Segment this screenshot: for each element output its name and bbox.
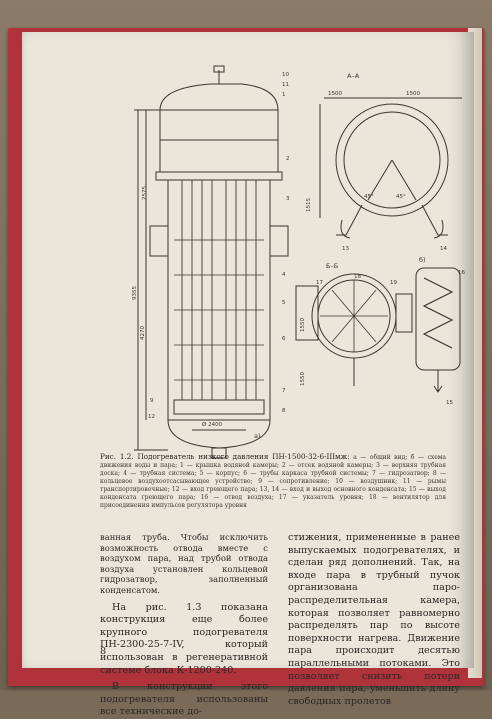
book-page: А–А Б–Б а) б) 1500 1500 1515 2575 9355 4… [22, 32, 474, 717]
callout-label: 15 [446, 400, 453, 406]
technical-drawing: А–А Б–Б а) б) 1500 1500 1515 2575 9355 4… [132, 65, 465, 459]
dim-9355: 9355 [132, 286, 138, 300]
callout-label: 10 [282, 72, 289, 78]
vessel-water-chamber [159, 109, 279, 173]
page-number: 8 [100, 646, 107, 657]
text-column-left: ванная труба. Чтобы исключить возможност… [100, 532, 268, 719]
caption-title: Рис. 1.2. Подогреватель низкого давления… [100, 452, 350, 461]
dim-1550-top: 1550 [300, 318, 306, 332]
dim-1515: 1515 [306, 198, 312, 212]
callout-label: 12 [148, 414, 155, 420]
dim-1500-right: 1500 [406, 91, 420, 97]
dim-4270: 4270 [140, 326, 146, 340]
dim-diameter-2400: Ø 2400 [202, 421, 223, 428]
callout-label: 3 [286, 196, 290, 202]
flow-scheme-body [415, 267, 461, 371]
panel-label-b: б) [419, 256, 426, 264]
callout-label: 11 [282, 82, 289, 88]
angle-left: 45° [364, 194, 374, 200]
callout-label: 14 [440, 246, 447, 252]
callout-label: 13 [342, 246, 349, 252]
dim-1500-left: 1500 [328, 91, 342, 97]
section-label-aa: А–А [347, 72, 360, 80]
text-column-right: стижения, примененные в ранее выпускаемы… [288, 532, 460, 708]
angle-right: 45° [396, 194, 406, 200]
callout-label: 18 [354, 274, 361, 280]
callout-label: 7 [282, 388, 286, 394]
vessel-top-dome [159, 83, 279, 111]
panel-label-a: а) [254, 432, 261, 440]
callout-label: 2 [286, 156, 290, 162]
section-label-bb: Б–Б [326, 262, 338, 270]
dim-1550-bottom: 1550 [300, 372, 306, 386]
vessel-body [167, 179, 271, 421]
figure-caption: Рис. 1.2. Подогреватель низкого давления… [100, 452, 446, 510]
caption-legend: а — общий вид; б — схема движения воды и… [100, 454, 446, 509]
callout-label: 5 [282, 300, 286, 306]
paragraph: ванная труба. Чтобы исключить возможност… [100, 532, 268, 595]
callout-label: 6 [282, 336, 286, 342]
paragraph: В конструкции этого подогревателя исполь… [100, 681, 268, 718]
callout-label: 1 [282, 92, 286, 98]
callout-label: 8 [282, 408, 286, 414]
paragraph: На рис. 1.3 показана конструкция еще бол… [100, 601, 268, 676]
callout-label: 16 [458, 270, 465, 276]
paragraph: стижения, примененные в ранее выпускаемы… [288, 532, 460, 707]
dim-2575: 2575 [142, 186, 148, 200]
callout-label: 4 [282, 272, 286, 278]
callout-label: 9 [150, 398, 154, 404]
callout-label: 19 [390, 280, 397, 286]
callout-label: 17 [316, 280, 323, 286]
section-aa-circle [335, 103, 449, 217]
